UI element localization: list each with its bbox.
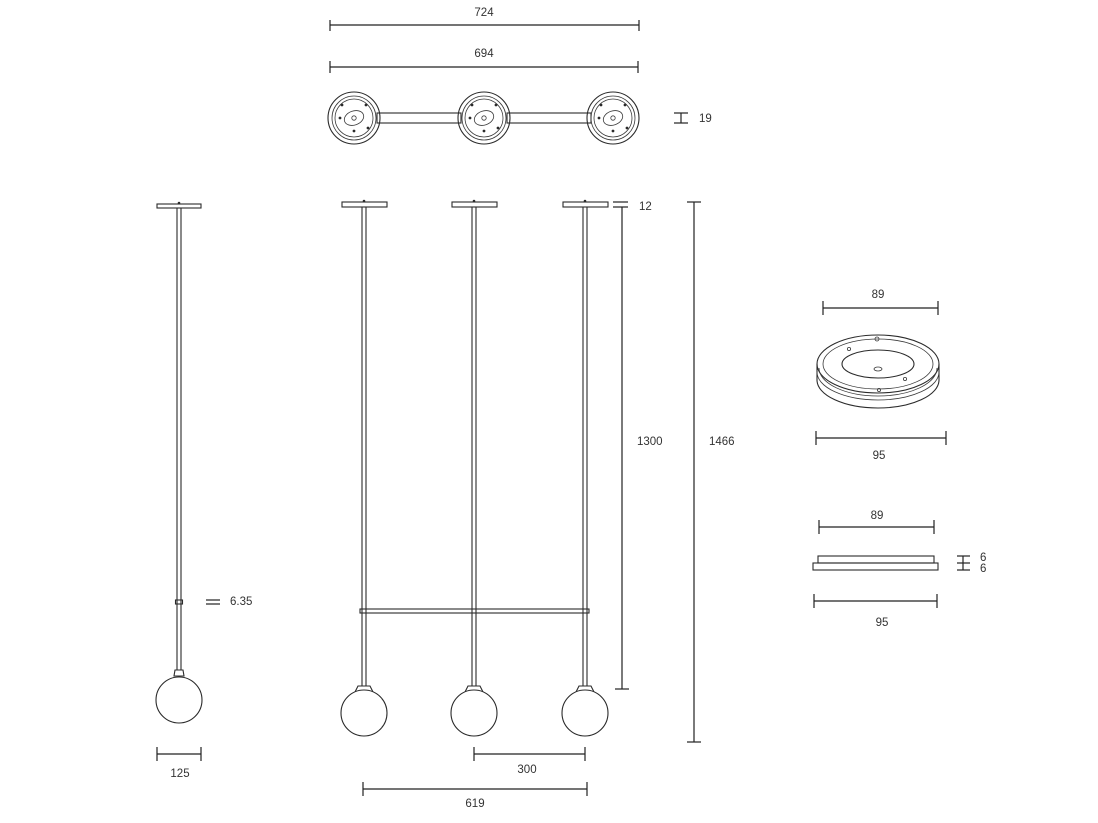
dimension-19: 19 [674, 112, 712, 125]
dimension-canopy-95: 95 [815, 431, 947, 462]
dimension-side-6-6: 6 6 [957, 552, 986, 575]
dimension-1300-label: 1300 [637, 436, 663, 448]
canopy-side-view: 89 6 6 95 [812, 510, 986, 629]
dimension-694-label: 694 [474, 48, 494, 60]
dimension-canopy-89-label: 89 [872, 289, 885, 301]
dimension-724-label: 724 [474, 7, 494, 19]
globe-center [450, 689, 498, 737]
single-globe [155, 676, 203, 724]
top-plan-view: 724 694 [327, 7, 712, 145]
globe-left [340, 689, 388, 737]
globe-right [561, 689, 609, 737]
dimension-619: 619 [362, 782, 588, 810]
top-canopy-center [457, 91, 511, 145]
dimension-125: 125 [156, 747, 202, 780]
dimension-canopy-95-label: 95 [873, 450, 886, 462]
single-pendant-side-view: 6.35 125 [155, 201, 252, 780]
dimension-canopy-89: 89 [822, 289, 939, 315]
canopy-perspective-view: 89 95 [815, 289, 947, 462]
dimension-694: 694 [329, 48, 639, 73]
dimension-side-6-lower-label: 6 [980, 563, 986, 575]
dimension-19-label: 19 [699, 113, 712, 125]
dimension-1300: 1300 [615, 207, 663, 690]
dimension-300-label: 300 [517, 764, 536, 776]
three-globe-front-view: 12 1300 1466 300 619 [340, 199, 735, 810]
dimension-side-89: 89 [818, 510, 935, 534]
dimension-125-label: 125 [170, 768, 189, 780]
dimension-6-35-label: 6.35 [230, 596, 252, 608]
dimension-side-95: 95 [813, 594, 938, 629]
dimension-619-label: 619 [465, 798, 484, 810]
dimension-12-label: 12 [639, 201, 652, 213]
dimension-724: 724 [329, 7, 640, 31]
dimension-300: 300 [473, 747, 586, 776]
dimension-12: 12 [613, 201, 652, 213]
top-canopy-right [586, 91, 640, 145]
dimension-side-95-label: 95 [876, 617, 889, 629]
dimension-1466: 1466 [687, 201, 735, 743]
dimension-1466-label: 1466 [709, 436, 735, 448]
dimension-side-89-label: 89 [871, 510, 884, 522]
top-connector-bars [376, 112, 592, 124]
dimension-6-35: 6.35 [206, 596, 252, 608]
top-canopy-left [327, 91, 381, 145]
dimension-side-6-upper-label: 6 [980, 552, 986, 564]
